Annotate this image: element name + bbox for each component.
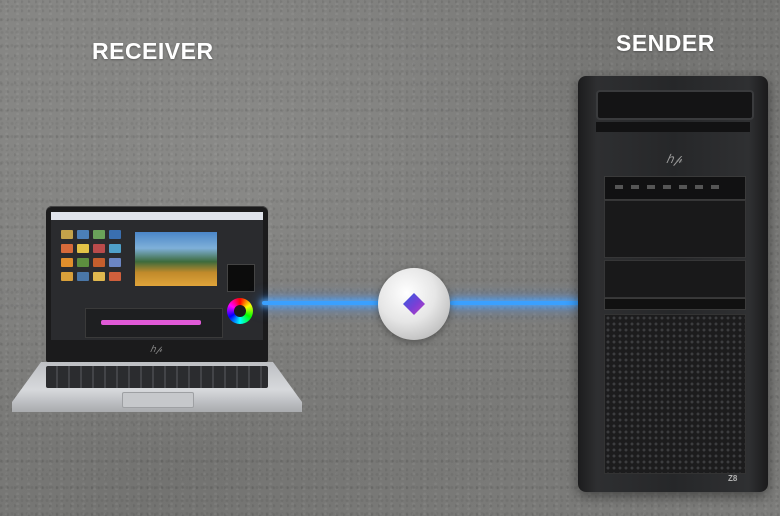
- drive-slot: [604, 298, 746, 310]
- thumbnail: [77, 272, 89, 281]
- thumbnail: [109, 244, 121, 253]
- hp-logo: ℎ𝓅: [150, 344, 163, 354]
- io-port: [615, 185, 623, 189]
- drive-bay-lower: [604, 260, 746, 298]
- tower-top-vent: [596, 122, 750, 132]
- io-port: [711, 185, 719, 189]
- thumbnail: [109, 230, 121, 239]
- connector-node: [378, 268, 450, 340]
- laptop-lid: ℎ𝓅: [46, 206, 268, 362]
- thumbnail: [61, 244, 73, 253]
- timeline-clip: [101, 320, 201, 325]
- thumbnail: [77, 230, 89, 239]
- scope-panel: [227, 264, 255, 292]
- drive-bay-upper: [604, 200, 746, 258]
- laptop-screen: [51, 212, 263, 340]
- connection-line-right: [450, 301, 580, 305]
- io-port: [647, 185, 655, 189]
- thumbnail: [61, 230, 73, 239]
- hp-logo: ℎ𝓅: [666, 152, 683, 166]
- thumbnail: [77, 244, 89, 253]
- connection-line-left: [262, 301, 382, 305]
- screen-toolbar: [51, 212, 263, 220]
- thumbnail: [77, 258, 89, 267]
- thumbnail: [93, 258, 105, 267]
- thumbnail: [93, 230, 105, 239]
- front-io-panel: [604, 176, 746, 200]
- diamond-icon: [403, 293, 425, 315]
- thumbnail: [93, 244, 105, 253]
- sender-workstation: ℎ𝓅 Z8: [578, 76, 768, 492]
- keyboard: [46, 366, 268, 388]
- io-port: [679, 185, 687, 189]
- receiver-label: RECEIVER: [92, 38, 214, 64]
- thumbnail: [61, 272, 73, 281]
- receiver-laptop: ℎ𝓅: [12, 206, 302, 418]
- laptop-base: [12, 362, 302, 412]
- tower-handle: [596, 90, 754, 120]
- model-badge: Z8: [728, 474, 738, 483]
- io-port: [695, 185, 703, 189]
- io-port: [663, 185, 671, 189]
- io-port: [631, 185, 639, 189]
- mesh-grille: [604, 314, 746, 474]
- thumbnail: [93, 272, 105, 281]
- thumbnail: [109, 258, 121, 267]
- thumbnail: [109, 272, 121, 281]
- color-wheel-icon: [227, 298, 253, 324]
- trackpad: [122, 392, 194, 408]
- photo-preview: [135, 232, 217, 286]
- sender-label: SENDER: [616, 30, 715, 56]
- thumbnail: [61, 258, 73, 267]
